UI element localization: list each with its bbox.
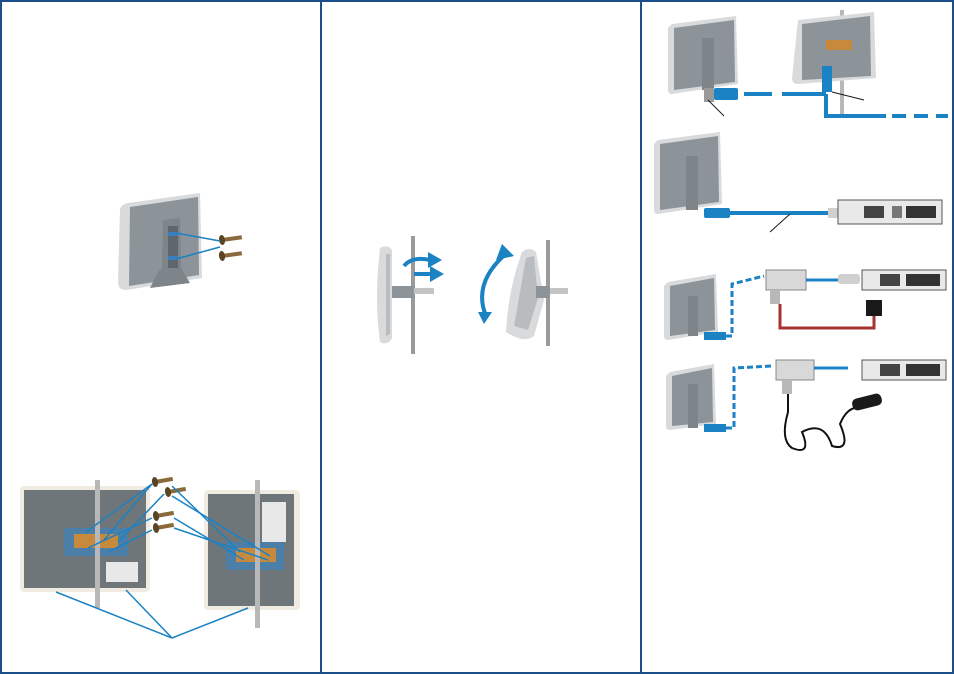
pointer-lines [175,232,221,260]
panel-connections [642,0,954,674]
antenna-small-1 [668,16,738,102]
antenna-rear-right [204,480,300,628]
mount-screws [151,476,187,533]
antenna-side-right [506,240,568,346]
panel-divider-2 [640,0,642,674]
car-adapter-plug [852,393,882,411]
receiver-box-1 [837,199,943,225]
antenna-small-4 [666,364,726,432]
rotate-arrow-head-top [428,252,442,268]
car-splitter [775,359,815,394]
power-splitter [765,269,807,304]
antenna-stand [150,218,190,288]
extension-cable [714,92,948,118]
receiver-box-2 [861,269,947,291]
receiver-box-3 [861,359,947,381]
antenna-stand-illustration [20,193,300,639]
rotate-arrow-head-bottom [430,266,444,282]
antenna-small-2 [654,132,722,214]
car-path-cable [726,364,773,430]
antenna-mast-small [792,10,876,114]
callout-lines [707,91,865,117]
antenna-small-3 [664,274,726,340]
panel-divider-1 [320,0,322,674]
extension-connector [714,88,738,100]
tilt-arrow [478,244,514,324]
screw-pair [218,235,243,261]
mast-rotate-tilt-illustration [377,236,568,354]
power-path-cable [726,274,765,338]
connections-illustration [654,10,948,451]
callout-line-receiver [769,213,791,233]
car-adapter-cable [783,394,865,451]
receiver-plug [838,274,860,284]
mount-pointer-lines [55,483,271,639]
panel-mast-adjustment [322,0,640,674]
receiver-cable [704,208,842,218]
panel-installation-wall [0,0,320,674]
antenna-side-left [377,236,434,354]
power-adapter [866,300,882,316]
power-cable [778,304,876,330]
